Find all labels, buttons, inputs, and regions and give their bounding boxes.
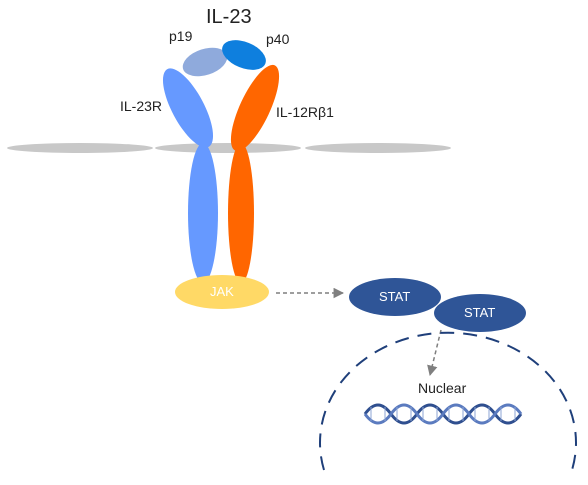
il23-label: IL-23 <box>206 6 252 28</box>
p19-label: p19 <box>169 28 193 44</box>
il23r-transmembrane-domain <box>188 143 218 283</box>
nucleus-envelope <box>319 331 577 471</box>
il23r-receptor <box>162 68 218 283</box>
nuclear-label: Nuclear <box>418 380 467 396</box>
p19-subunit <box>182 47 228 77</box>
p40-subunit <box>222 40 266 70</box>
membrane-segment-right <box>305 143 451 153</box>
jak-kinase <box>175 275 269 309</box>
il12rb1-receptor <box>228 64 280 283</box>
stat-1-label: STAT <box>379 289 411 304</box>
il23r-label: IL-23R <box>120 98 163 114</box>
il12rb1-label: IL-12Rβ1 <box>276 104 334 120</box>
il23r-upper-domain <box>162 68 214 148</box>
jak-label: JAK <box>210 284 234 299</box>
stat-2-label: STAT <box>464 305 496 320</box>
p40-label: p40 <box>266 31 290 47</box>
cell-membrane <box>7 143 451 153</box>
il12rb1-transmembrane-domain <box>228 143 254 283</box>
stat-protein-2 <box>434 294 526 332</box>
dna-helix-icon <box>363 403 523 425</box>
membrane-segment-middle <box>155 143 301 153</box>
stat-to-nucleus-arrow <box>427 329 442 377</box>
il12rb1-upper-domain <box>230 64 280 152</box>
membrane-segment-left <box>7 143 153 153</box>
stat-protein-1 <box>349 278 441 316</box>
